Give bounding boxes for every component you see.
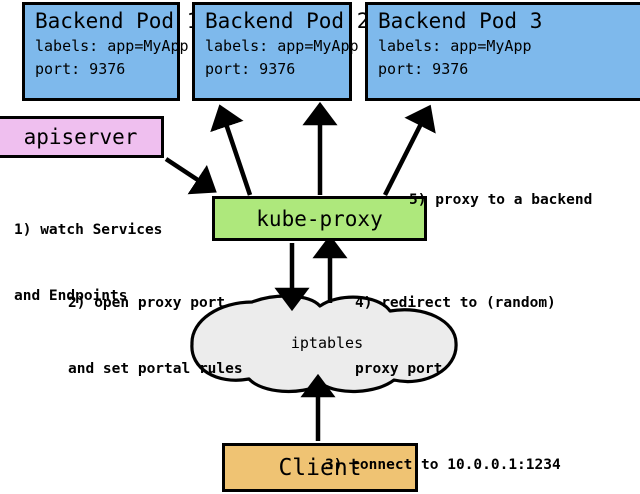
backend-pod-2-box: Backend Pod 2 labels: app=MyApp port: 93… bbox=[192, 2, 370, 101]
backend-pod-2-port: port: 9376 bbox=[205, 60, 296, 78]
arrow-kubeproxy-to-pod3 bbox=[382, 104, 436, 197]
step-3-label: 3) connect to 10.0.0.1:1234 bbox=[325, 410, 561, 494]
backend-pod-1-title: Backend Pod 1 bbox=[35, 9, 200, 33]
apiserver-box: apiserver bbox=[0, 116, 164, 158]
client-label: Client bbox=[278, 454, 362, 481]
iptables-cloud bbox=[190, 294, 458, 394]
step-3-line-1: 3) connect to 10.0.0.1:1234 bbox=[325, 457, 561, 473]
step-2-label: 2) open proxy port and set portal rules bbox=[68, 248, 243, 424]
backend-pod-1-box: Backend Pod 1 labels: app=MyApp port: 93… bbox=[22, 2, 200, 101]
client-box: Client bbox=[222, 443, 418, 492]
backend-pod-3-port: port: 9376 bbox=[378, 60, 469, 78]
backend-pod-3-labels: labels: app=MyApp bbox=[378, 37, 532, 55]
step-2-line-2: and set portal rules bbox=[68, 361, 243, 377]
kube-proxy-box: kube-proxy bbox=[212, 196, 427, 241]
arrow-apiserver-to-kubeproxy bbox=[164, 157, 217, 195]
step-1-line-1: 1) watch Services bbox=[14, 222, 163, 238]
arrow-kubeproxy-to-pod1 bbox=[210, 104, 253, 196]
apiserver-label: apiserver bbox=[23, 125, 138, 149]
backend-pod-1-labels: labels: app=MyApp bbox=[35, 37, 189, 55]
step-5-line-1: 5) proxy to a backend bbox=[409, 192, 593, 208]
backend-pod-3-box: Backend Pod 3 labels: app=MyApp port: 93… bbox=[365, 2, 640, 101]
step-4-label: 4) redirect to (random) proxy port bbox=[355, 248, 556, 424]
backend-pod-2-labels: labels: app=MyApp bbox=[205, 37, 359, 55]
backend-pod-1-port: port: 9376 bbox=[35, 60, 126, 78]
step-1-line-2: and Endpoints bbox=[14, 288, 128, 304]
backend-pod-2-title: Backend Pod 2 bbox=[205, 9, 370, 33]
backend-pod-3-title: Backend Pod 3 bbox=[378, 9, 543, 33]
step-1-label: 1) watch Services and Endpoints bbox=[14, 175, 162, 351]
step-4-line-2: proxy port bbox=[355, 361, 443, 377]
kube-proxy-label: kube-proxy bbox=[256, 206, 383, 231]
step-4-line-1: 4) redirect to (random) bbox=[355, 295, 556, 311]
iptables-label: iptables bbox=[290, 334, 364, 352]
step-2-line-1: 2) open proxy port bbox=[68, 295, 226, 311]
step-5-label: 5) proxy to a backend bbox=[409, 145, 592, 255]
